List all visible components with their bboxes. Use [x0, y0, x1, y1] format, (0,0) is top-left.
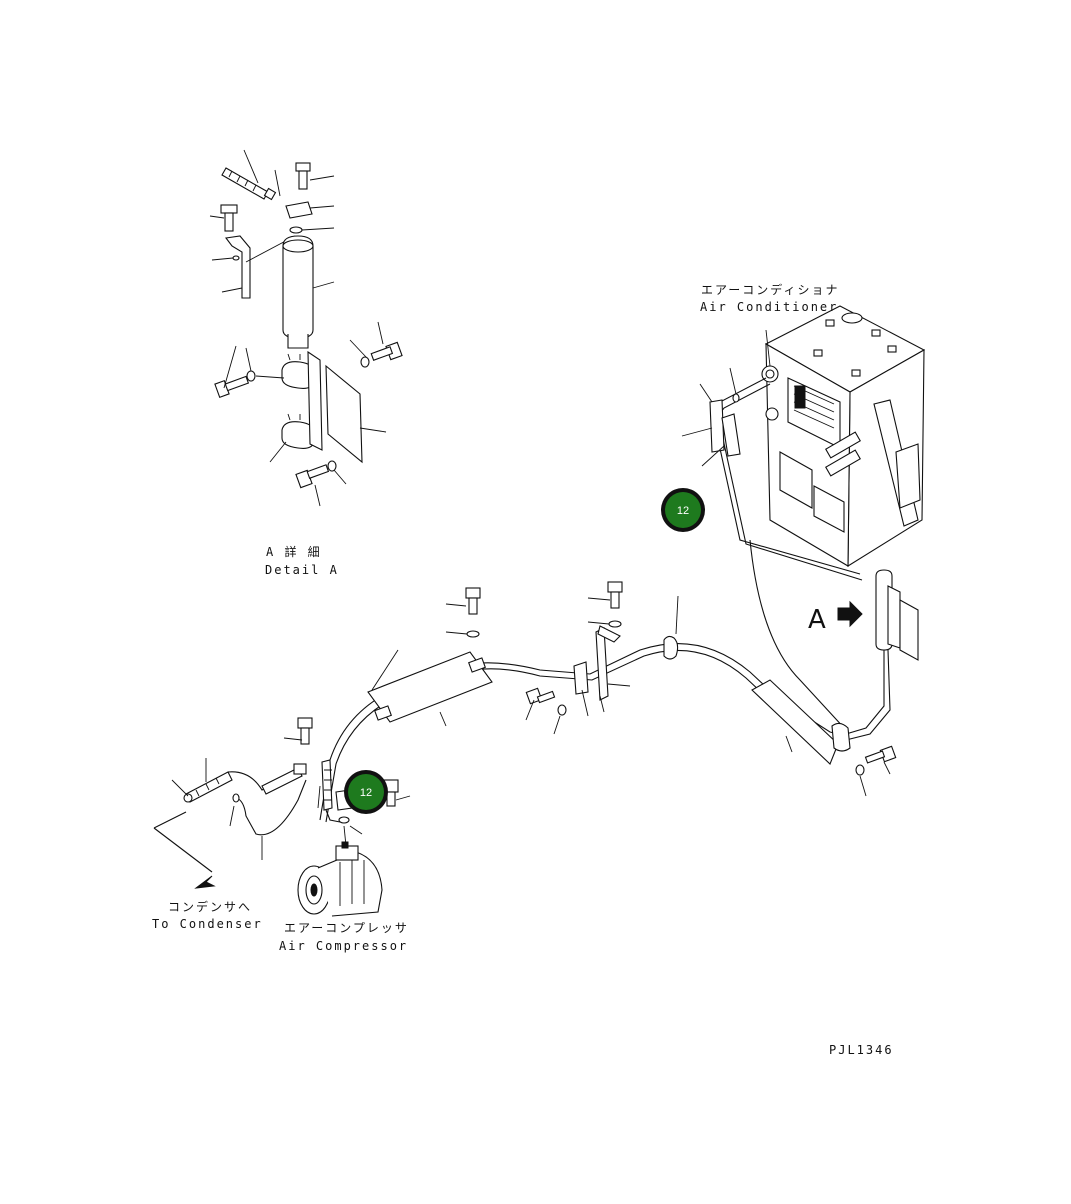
callout-marker-12-upper[interactable]: 12	[661, 488, 705, 532]
callout-marker-12-lower[interactable]: 12	[344, 770, 388, 814]
view-arrow	[837, 600, 863, 628]
detail-a-drawing	[209, 149, 403, 507]
air-compressor-label-jp: エアーコンプレッサ	[284, 921, 409, 935]
callout-number: 12	[360, 787, 372, 799]
compressor-fittings	[153, 717, 411, 917]
to-condenser-label-jp: コンデンサへ	[168, 899, 252, 914]
receiver-drier	[845, 569, 919, 741]
view-letter-a: A	[808, 605, 826, 635]
drawing-id: PJL1346	[829, 1043, 894, 1057]
air-compressor-label-en: Air Compressor	[279, 939, 408, 953]
callout-number: 12	[677, 505, 689, 517]
detail-a-label-jp: A 詳 細	[266, 544, 322, 559]
detail-a-label-en: Detail A	[265, 563, 339, 577]
air-conditioner-label-jp: エアーコンディショナ	[701, 282, 839, 297]
air-conditioner-label-en: Air Conditioner	[700, 300, 838, 314]
air-conditioner-unit	[681, 305, 926, 581]
to-condenser-label-en: To Condenser	[152, 917, 263, 931]
hose-routing	[319, 539, 897, 823]
